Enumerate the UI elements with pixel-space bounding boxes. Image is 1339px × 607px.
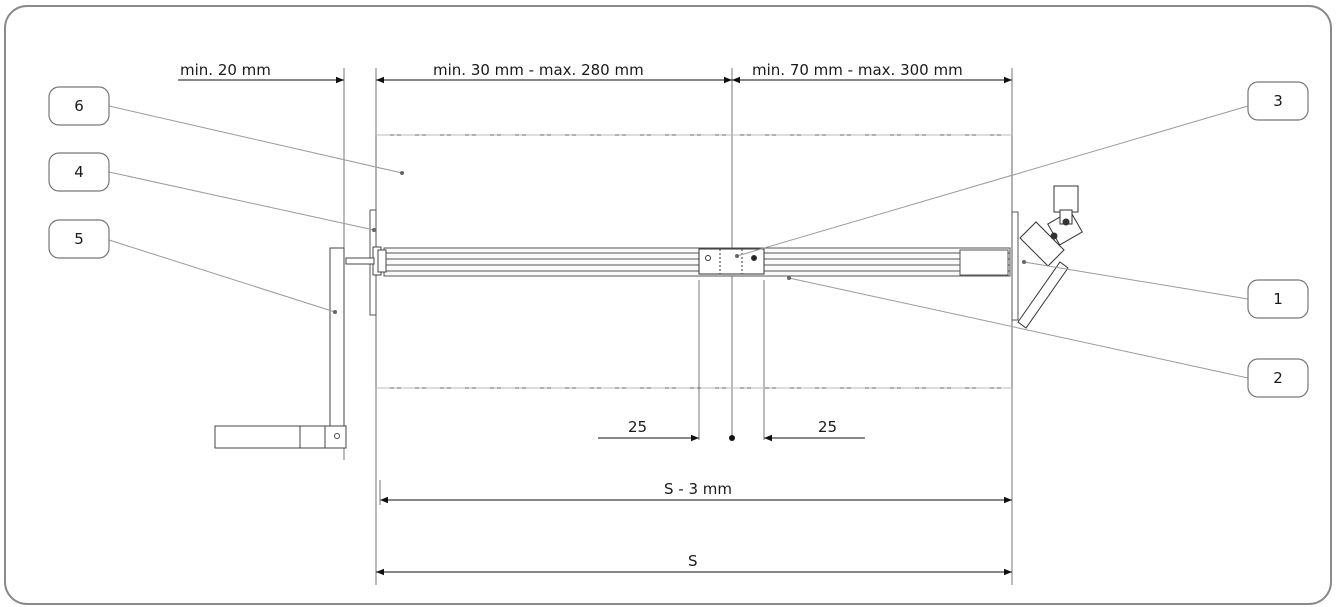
svg-text:5: 5 [74,230,84,248]
callout-2: 2 [1247,358,1309,398]
dim-total-width: S [688,552,698,570]
hand-crank [214,247,347,449]
bottom-dimensions [376,480,1012,576]
dim-right-range: min. 70 mm - max. 300 mm [752,61,963,79]
callout-6: 6 [48,86,110,126]
svg-text:3: 3 [1273,92,1283,110]
callout-5: 5 [48,219,110,259]
clamp-block [698,248,765,275]
extension-lines [343,68,1013,585]
dim-offset-left: 25 [628,418,647,436]
callout-3: 3 [1247,81,1309,121]
svg-text:6: 6 [74,97,84,115]
svg-text:1: 1 [1273,290,1283,308]
shaft-tube [383,247,1011,277]
leader-lines [108,105,1249,379]
callout-1: 1 [1247,279,1309,319]
outer-frame [4,5,1332,605]
left-collar [345,246,387,276]
leader-dots [333,171,1026,314]
motor-bracket [1017,185,1083,329]
dim-offset-right: 25 [818,418,837,436]
callout-4: 4 [48,152,110,192]
svg-text:2: 2 [1273,369,1283,387]
dim-left-clearance: min. 20 mm [180,61,271,79]
svg-text:4: 4 [74,163,84,181]
center-point [729,435,735,441]
dim-middle-range: min. 30 mm - max. 280 mm [433,61,644,79]
right-plate [1011,211,1019,321]
dim-inner-width: S - 3 mm [664,480,732,498]
